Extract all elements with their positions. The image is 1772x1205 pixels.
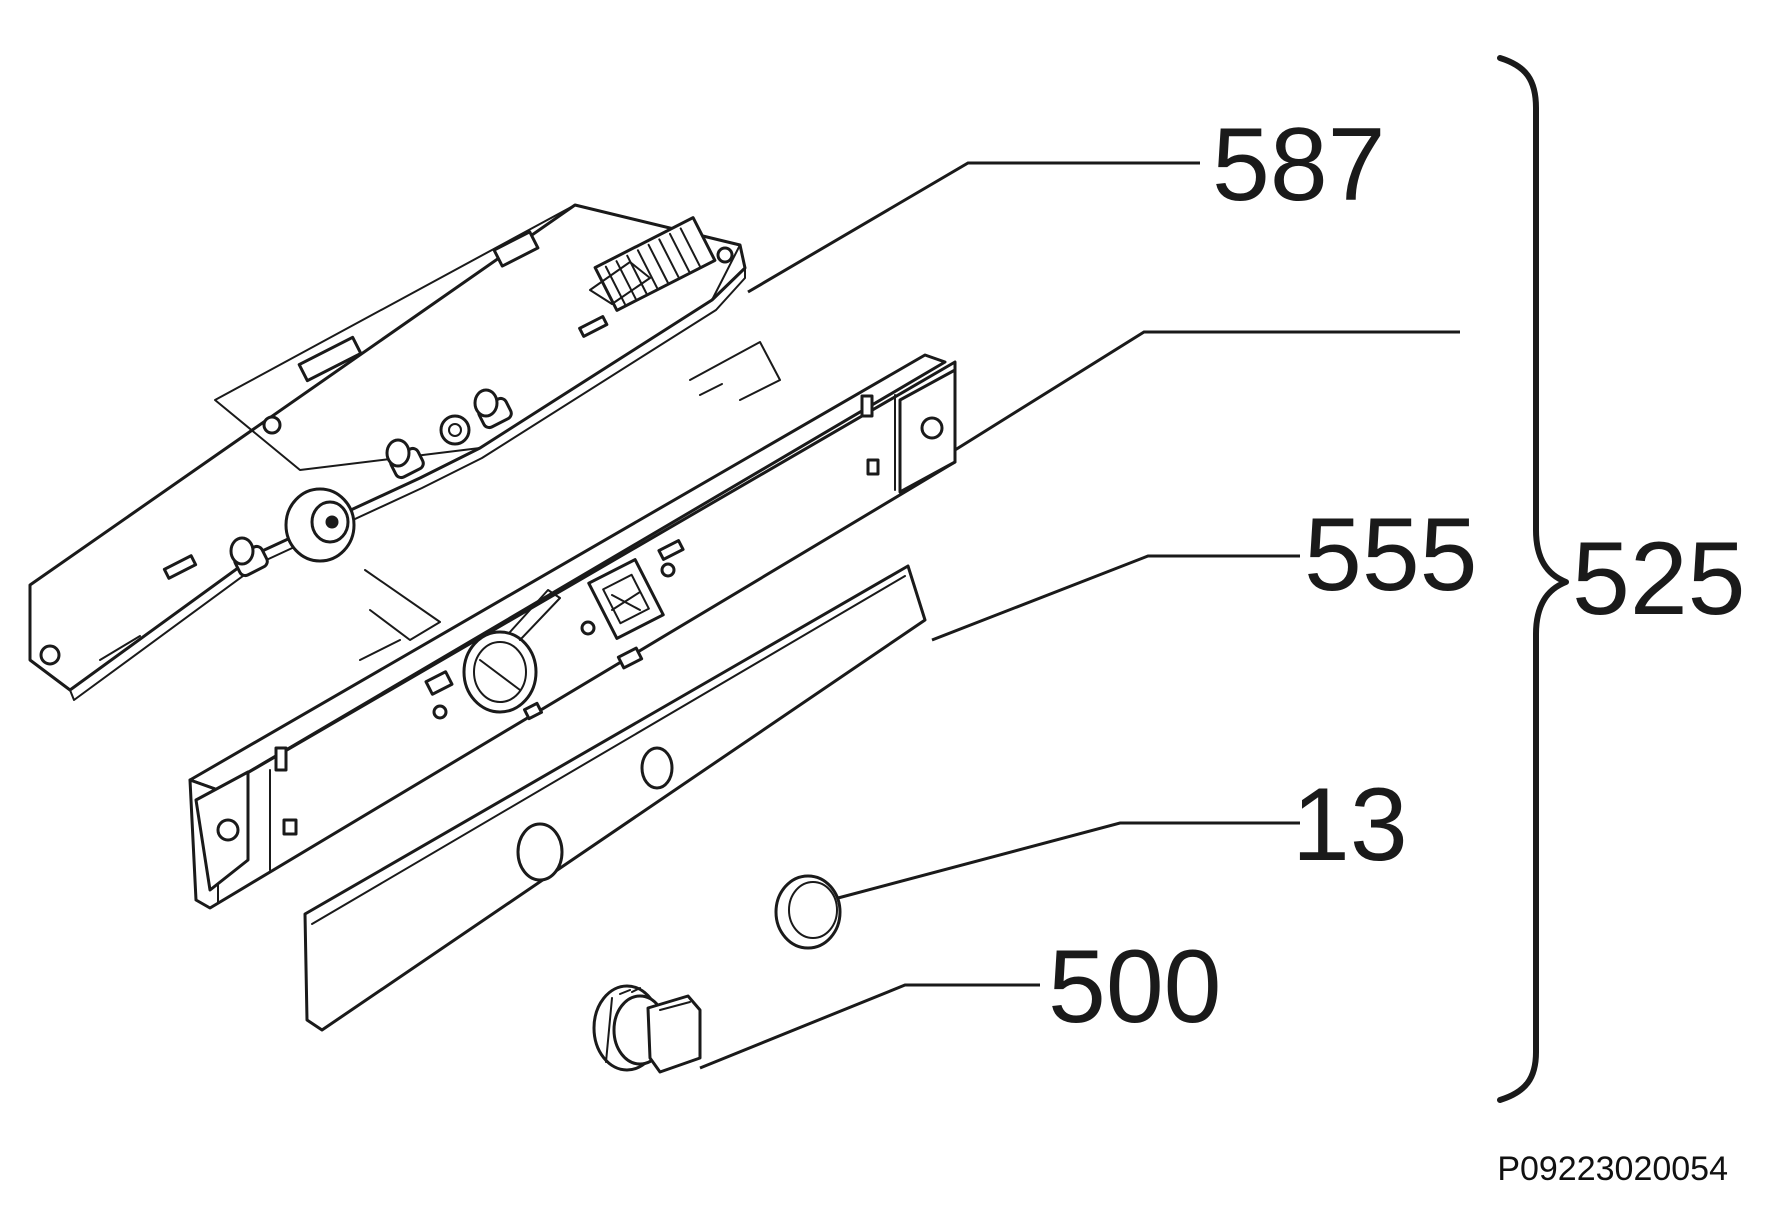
display-frame-part — [188, 341, 957, 910]
leader-line-500 — [699, 983, 1040, 1070]
callout-555: 555 — [1304, 497, 1478, 613]
assembly-brace — [1497, 55, 1569, 1103]
callout-500: 500 — [1048, 929, 1222, 1045]
circuit-board-part — [28, 203, 747, 701]
leader-line-frame — [954, 330, 1460, 452]
document-reference: P09223020054 — [1497, 1150, 1728, 1188]
indicator-lens-part — [774, 874, 842, 950]
leader-line-587 — [747, 161, 1200, 294]
callout-587: 587 — [1212, 107, 1386, 223]
leader-line-13 — [837, 821, 1300, 900]
front-panel-part — [303, 564, 927, 1032]
control-knob-part — [592, 984, 702, 1074]
callout-525: 525 — [1572, 521, 1746, 637]
callout-13: 13 — [1292, 767, 1408, 883]
leader-lines — [699, 161, 1460, 1070]
leader-line-555 — [931, 554, 1300, 642]
